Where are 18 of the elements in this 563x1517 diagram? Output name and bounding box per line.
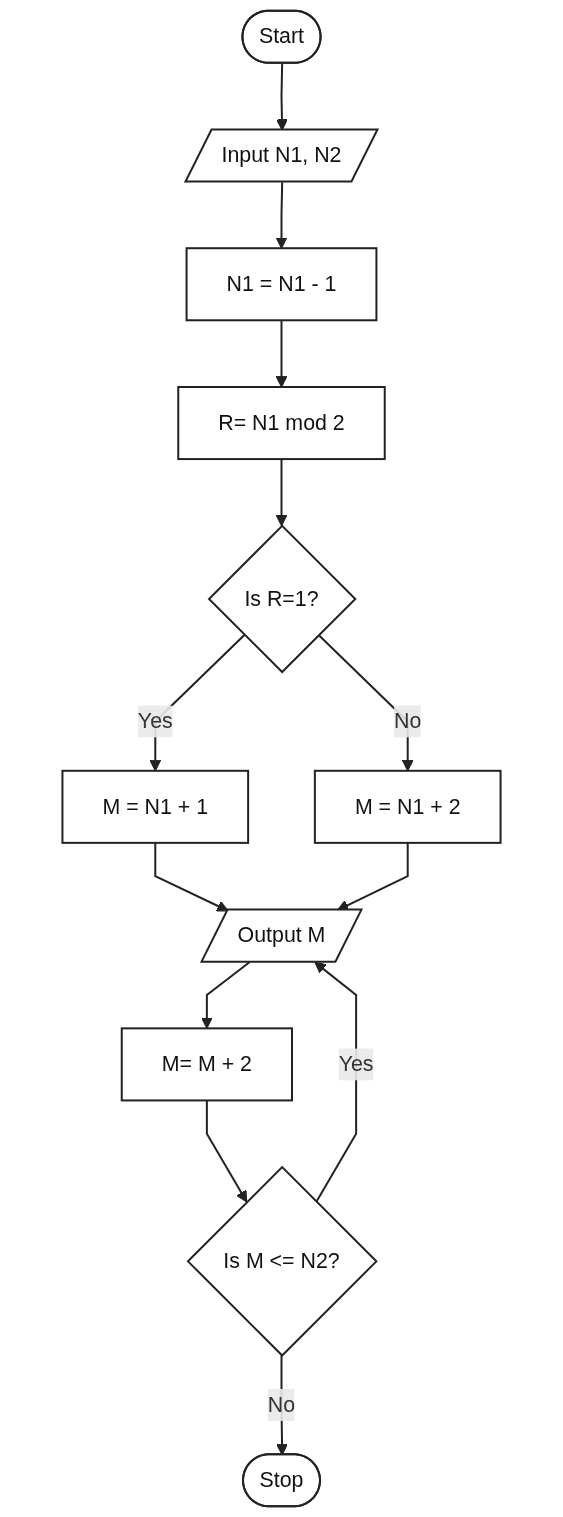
arrow xyxy=(275,319,288,388)
arrow xyxy=(205,1099,248,1203)
edge-label: Yes xyxy=(338,1052,374,1076)
node-box: M= M + 2 xyxy=(120,1027,293,1102)
node-box: N1 = N1 - 1 xyxy=(185,247,378,322)
edge-label: No xyxy=(394,709,422,733)
arrow xyxy=(201,961,251,1029)
arrow xyxy=(275,458,288,527)
arrow xyxy=(314,961,358,1203)
node-box: M = N1 + 2 xyxy=(313,769,502,844)
edge-label: No xyxy=(267,1392,296,1416)
arrow xyxy=(154,841,229,912)
arrow xyxy=(275,181,288,249)
node-diamond: Is R=1? xyxy=(207,524,357,674)
node-diamond: Is M <= N2? xyxy=(186,1165,378,1357)
edge-label: Yes xyxy=(137,709,173,733)
node-box: M = N1 + 1 xyxy=(61,769,250,844)
node-box: R= N1 mod 2 xyxy=(177,386,386,461)
